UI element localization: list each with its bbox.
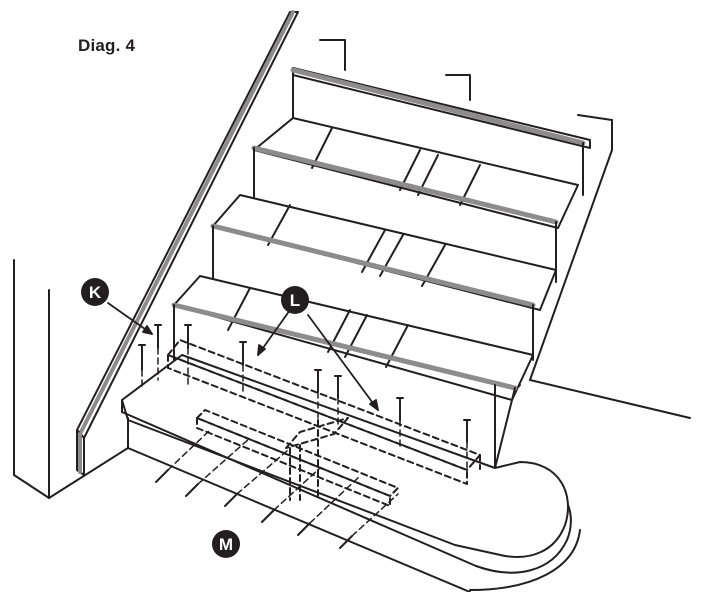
callout-m: M bbox=[212, 530, 240, 558]
step-1 bbox=[290, 67, 591, 196]
support-block bbox=[196, 409, 399, 507]
cleat-upper bbox=[167, 339, 481, 485]
step-2 bbox=[251, 117, 579, 283]
left-wall bbox=[13, 259, 129, 499]
bullnose-tread bbox=[121, 354, 581, 592]
callout-l: L bbox=[281, 286, 309, 314]
screws-top bbox=[138, 324, 471, 443]
callout-k: K bbox=[81, 278, 109, 306]
callout-m-label: M bbox=[219, 535, 233, 554]
stair-side-wall bbox=[319, 39, 691, 419]
step-3 bbox=[210, 194, 557, 361]
callout-k-label: K bbox=[89, 283, 102, 302]
step-4 bbox=[171, 275, 534, 469]
stringer bbox=[76, 10, 299, 476]
callout-l-label: L bbox=[290, 291, 300, 310]
screw-bottom-guides bbox=[167, 429, 399, 537]
diagram-title: Diag. 4 bbox=[78, 36, 136, 55]
screw-guides bbox=[141, 347, 468, 471]
screws-bottom bbox=[155, 469, 353, 549]
leaders bbox=[107, 302, 379, 411]
